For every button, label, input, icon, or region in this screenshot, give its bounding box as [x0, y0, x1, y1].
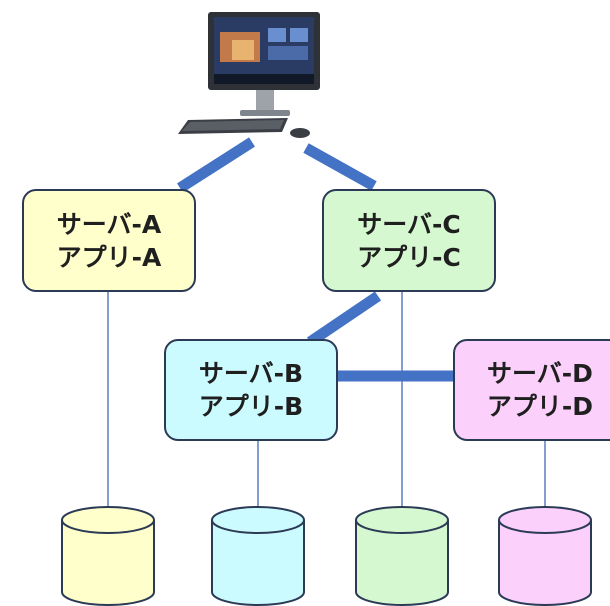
- app-c-label: アプリ-C: [357, 242, 461, 272]
- server-b-label: サーバ-B: [198, 359, 304, 388]
- server-b-node: サーバ-B アプリ-B: [164, 339, 338, 441]
- database-b-icon: [211, 506, 305, 606]
- server-a-label: サーバ-A: [56, 209, 162, 239]
- database-d-icon: [498, 506, 592, 606]
- server-c-node: サーバ-C アプリ-C: [322, 189, 496, 292]
- server-c-label: サーバ-C: [357, 209, 461, 239]
- server-d-label: サーバ-D: [487, 359, 593, 388]
- link-server-c-server-b: [306, 291, 382, 347]
- app-b-label: アプリ-B: [198, 392, 304, 421]
- database-c-icon: [355, 506, 449, 606]
- link-client-server-a: [177, 137, 255, 193]
- app-d-label: アプリ-D: [486, 392, 594, 421]
- server-d-node: サーバ-D アプリ-D: [453, 339, 610, 441]
- desktop-computer-icon: [178, 12, 320, 138]
- server-a-node: サーバ-A アプリ-A: [22, 189, 196, 292]
- link-client-server-c: [303, 143, 377, 191]
- database-a-icon: [61, 506, 155, 606]
- app-a-label: アプリ-A: [56, 242, 162, 272]
